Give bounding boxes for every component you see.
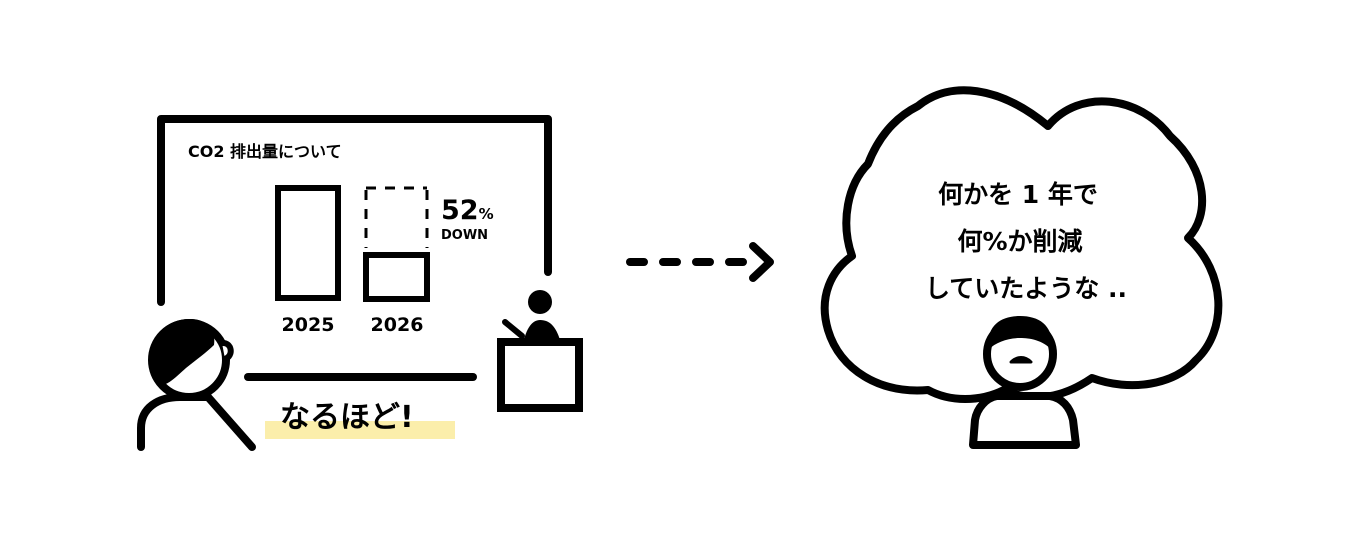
percent-value: 52 (441, 195, 479, 226)
screen-frame (157, 115, 552, 306)
thought-line-1: 何かを 1 年で (938, 180, 1098, 209)
percent-sign: % (479, 205, 494, 223)
podium-icon (497, 338, 583, 412)
thought-line-2: 何%か削減 (957, 227, 1082, 256)
listener-reaction: なるほど! (280, 400, 414, 435)
worried-mouth (1009, 356, 1033, 364)
presentation-screen: CO2 排出量について 2025 2026 52% DOWN (157, 115, 552, 336)
bar-label-2026: 2026 (371, 314, 424, 336)
arrow-icon (626, 242, 774, 282)
thinking-person-icon (969, 316, 1080, 449)
bar-label-2025: 2025 (282, 314, 335, 336)
down-label: DOWN (441, 228, 488, 243)
bar-2025 (275, 185, 341, 301)
percent-label: 52% (441, 195, 494, 226)
reaction-highlight (265, 421, 455, 439)
slide-title: CO2 排出量について (188, 142, 342, 161)
thought-line-3: していたような .. (925, 274, 1127, 303)
presenter-icon (502, 290, 560, 340)
bar-2026-previous-outline (364, 186, 429, 248)
thought-cloud-icon (820, 86, 1223, 403)
listener-person-icon (137, 318, 256, 451)
bar-2026 (363, 252, 430, 302)
